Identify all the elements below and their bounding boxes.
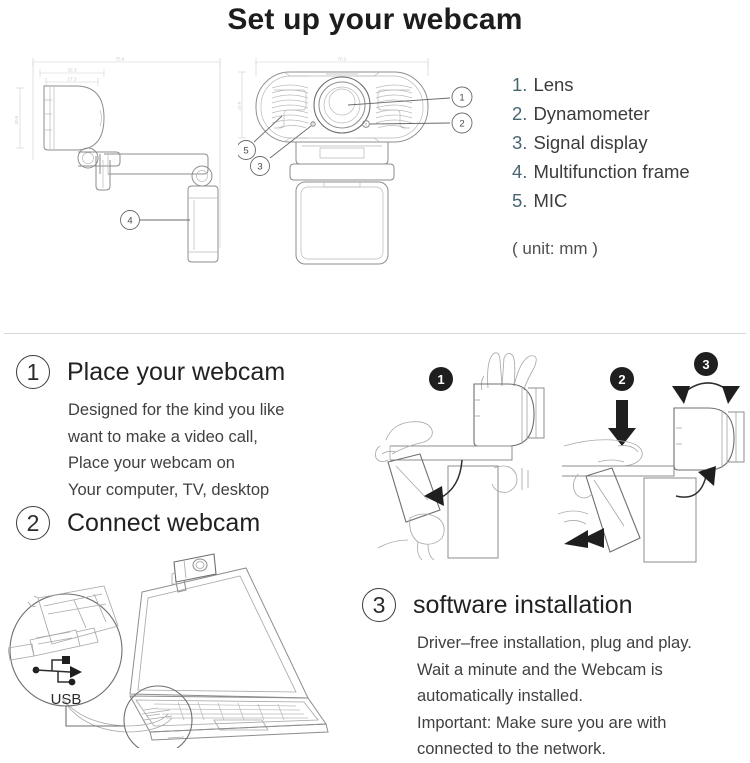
legend-number: 3. [512, 132, 528, 153]
legend-number: 5. [512, 190, 528, 211]
usb-port-magnifier: USB [8, 585, 123, 708]
legend-item: 5. MIC [512, 186, 748, 215]
mounting-illustration: 1 [362, 342, 746, 580]
step-1-heading: 1 Place your webcam [16, 355, 285, 389]
usb-port-highlight [65, 685, 193, 748]
parts-legend: 1. Lens 2. Dynamometer 3. Signal display… [512, 70, 748, 215]
legend-label: Dynamometer [533, 103, 650, 124]
legend-label: Signal display [533, 132, 648, 153]
legend-item: 2. Dynamometer [512, 99, 748, 128]
svg-text:30.6: 30.6 [14, 115, 19, 124]
step-title: Place your webcam [67, 357, 286, 386]
svg-text:28.6: 28.6 [238, 101, 242, 110]
unit-note: ( unit: mm ) [512, 239, 598, 258]
mount-panel-2: 2 [557, 367, 745, 563]
legend-label: Lens [533, 74, 574, 95]
mount-panel-1: 1 [375, 352, 545, 561]
mount-panel-3: 3 [672, 352, 740, 404]
legend-number: 2. [512, 103, 528, 124]
legend-label: Multifunction frame [533, 161, 690, 182]
legend-item: 4. Multifunction frame [512, 157, 748, 186]
legend-item: 1. Lens [512, 70, 748, 99]
front-view-technical-drawing: 70.2 28.6 [238, 50, 506, 272]
svg-text:70.2: 70.2 [338, 57, 347, 62]
svg-text:32.3: 32.3 [68, 68, 77, 73]
callout-1: 1 [347, 86, 473, 108]
svg-text:3: 3 [257, 162, 262, 173]
svg-text:5: 5 [243, 146, 248, 157]
svg-text:1: 1 [437, 372, 444, 387]
callout-5: 5 [238, 115, 283, 160]
callout-2: 2 [369, 112, 473, 134]
svg-text:4: 4 [127, 216, 132, 227]
legend-number: 1. [512, 74, 528, 95]
legend-number: 4. [512, 161, 528, 182]
step-3-body: Driver–free installation, plug and play.… [417, 634, 692, 758]
page-title: Set up your webcam [227, 3, 523, 36]
svg-text:1: 1 [459, 93, 464, 104]
step-3-heading: 3 software installation [362, 588, 633, 622]
usb-trident-icon [32, 656, 82, 686]
step-title: Connect webcam [67, 508, 261, 537]
section-divider [4, 333, 746, 334]
legend-label: MIC [533, 190, 568, 211]
step-2-heading: 2 Connect webcam [16, 506, 260, 540]
callout-3: 3 [250, 125, 312, 176]
connect-webcam-illustration: USB [8, 548, 352, 748]
callout-4: 4 [120, 210, 190, 230]
step-number-badge: 2 [16, 506, 50, 540]
webcam-on-laptop [171, 553, 217, 593]
usb-port-label: USB [51, 691, 82, 708]
svg-text:2: 2 [459, 119, 464, 130]
step-1-body: Designed for the kind you like want to m… [68, 401, 285, 499]
step-title: software installation [413, 590, 633, 619]
svg-text:2: 2 [618, 372, 625, 387]
side-view-technical-drawing: 75.8 32.3 27.3 30.6 [8, 48, 240, 286]
svg-text:75.8: 75.8 [116, 57, 125, 62]
svg-text:3: 3 [702, 357, 709, 372]
step-number-badge: 1 [16, 355, 50, 389]
svg-text:27.3: 27.3 [68, 77, 77, 82]
step-number-badge: 3 [362, 588, 396, 622]
legend-item: 3. Signal display [512, 128, 748, 157]
